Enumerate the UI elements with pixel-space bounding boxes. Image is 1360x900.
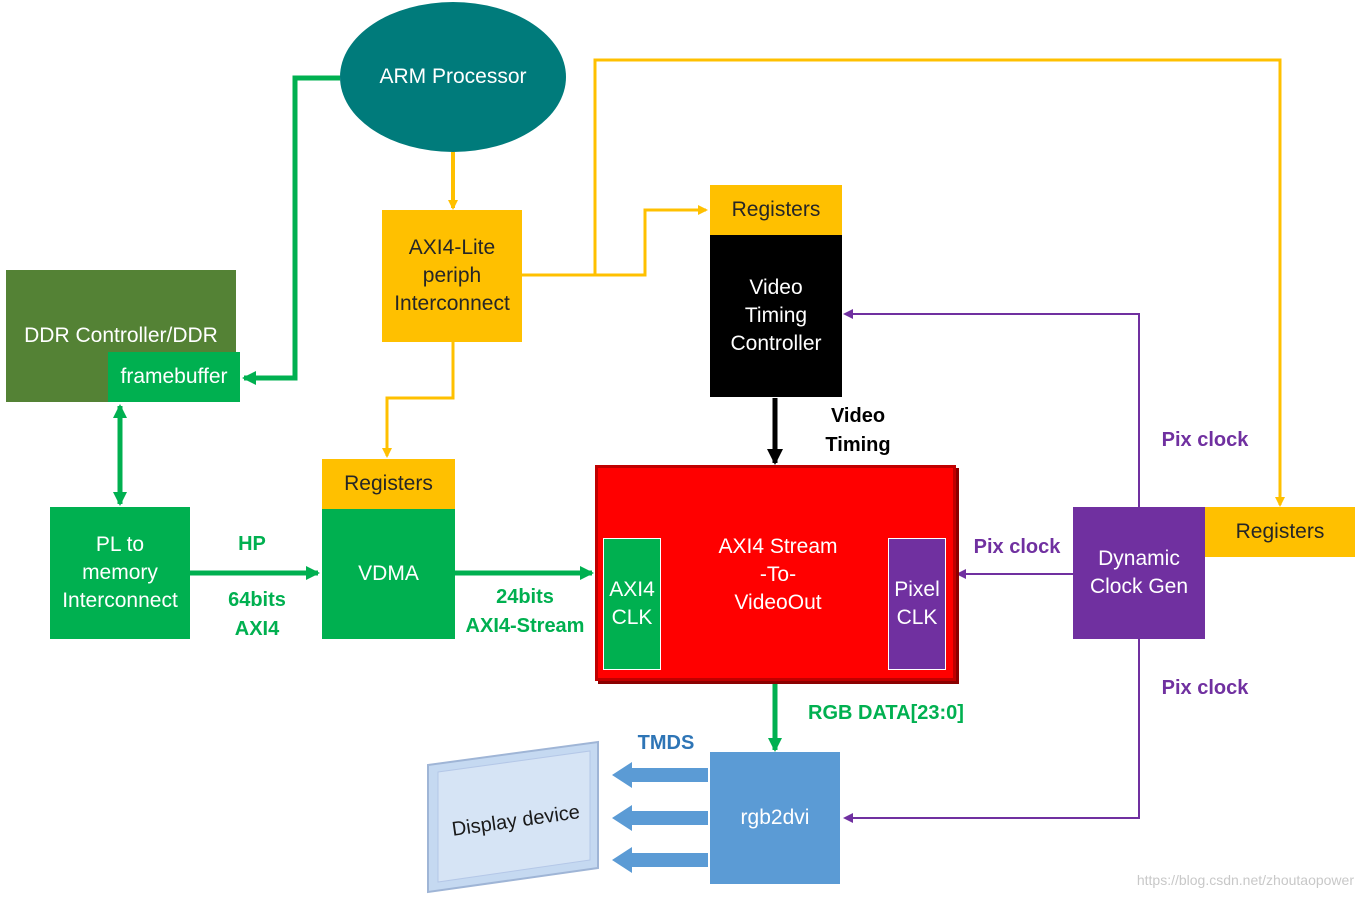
clkgen-to-vtc-line — [843, 309, 1140, 508]
vdma: VDMA — [322, 509, 455, 639]
ddr-controller-label: DDR Controller/DDR — [24, 324, 218, 347]
rgb2dvi: rgb2dvi — [710, 752, 840, 884]
framebuffer: framebuffer — [108, 352, 240, 402]
axi4-stream-24bits-label: 24bits AXI4-Stream — [465, 586, 585, 637]
axi4-64bits-label: 64bits AXI4 — [228, 589, 286, 640]
tmds-arrow-1 — [612, 762, 708, 788]
dynamic-clock-gen: Dynamic Clock Gen — [1073, 507, 1205, 639]
rgb-data-label: RGB DATA[23:0] — [808, 702, 964, 724]
pixel-clk-block: Pixel CLK — [888, 538, 946, 670]
video-timing-controller: Video Timing Controller — [710, 235, 842, 397]
vtc-registers: Registers — [710, 185, 842, 235]
axi4-clk-block: AXI4 CLK — [603, 538, 661, 670]
pix-clock-label-3: Pix clock — [1161, 677, 1249, 699]
watermark: https://blog.csdn.net/zhoutaopower — [1136, 872, 1354, 888]
hp-label: HP — [238, 533, 266, 555]
axilite-to-clkgen-regs-line — [593, 58, 1285, 507]
clkgen-to-rgb2dvi-line — [843, 638, 1140, 823]
pix-clock-label-1: Pix clock — [1161, 429, 1249, 451]
tmds-arrow-2 — [612, 805, 708, 831]
arm-processor-shape — [340, 2, 566, 152]
axilite-to-vdma-regs-line — [382, 342, 455, 458]
axilite-to-vtc-regs-line — [522, 205, 708, 277]
display-device-screen — [437, 750, 591, 883]
axi-lite-interconnect: AXI4-Lite periph Interconnect — [382, 210, 522, 342]
arm-processor: ARM Processor — [379, 65, 527, 88]
clkgen-registers: Registers — [1205, 507, 1355, 557]
pl-to-memory-interconnect: PL to memory Interconnect — [50, 507, 190, 639]
tmds-arrow-3 — [612, 847, 708, 873]
tmds-label: TMDS — [637, 732, 695, 754]
arm-to-framebuffer-line — [242, 75, 340, 385]
pix-clock-label-2: Pix clock — [973, 536, 1061, 558]
vdma-registers: Registers — [322, 459, 455, 509]
axi4-stream-label: AXI4 Stream -To- VideoOut — [718, 535, 838, 614]
video-timing-label: Video Timing — [825, 405, 891, 456]
